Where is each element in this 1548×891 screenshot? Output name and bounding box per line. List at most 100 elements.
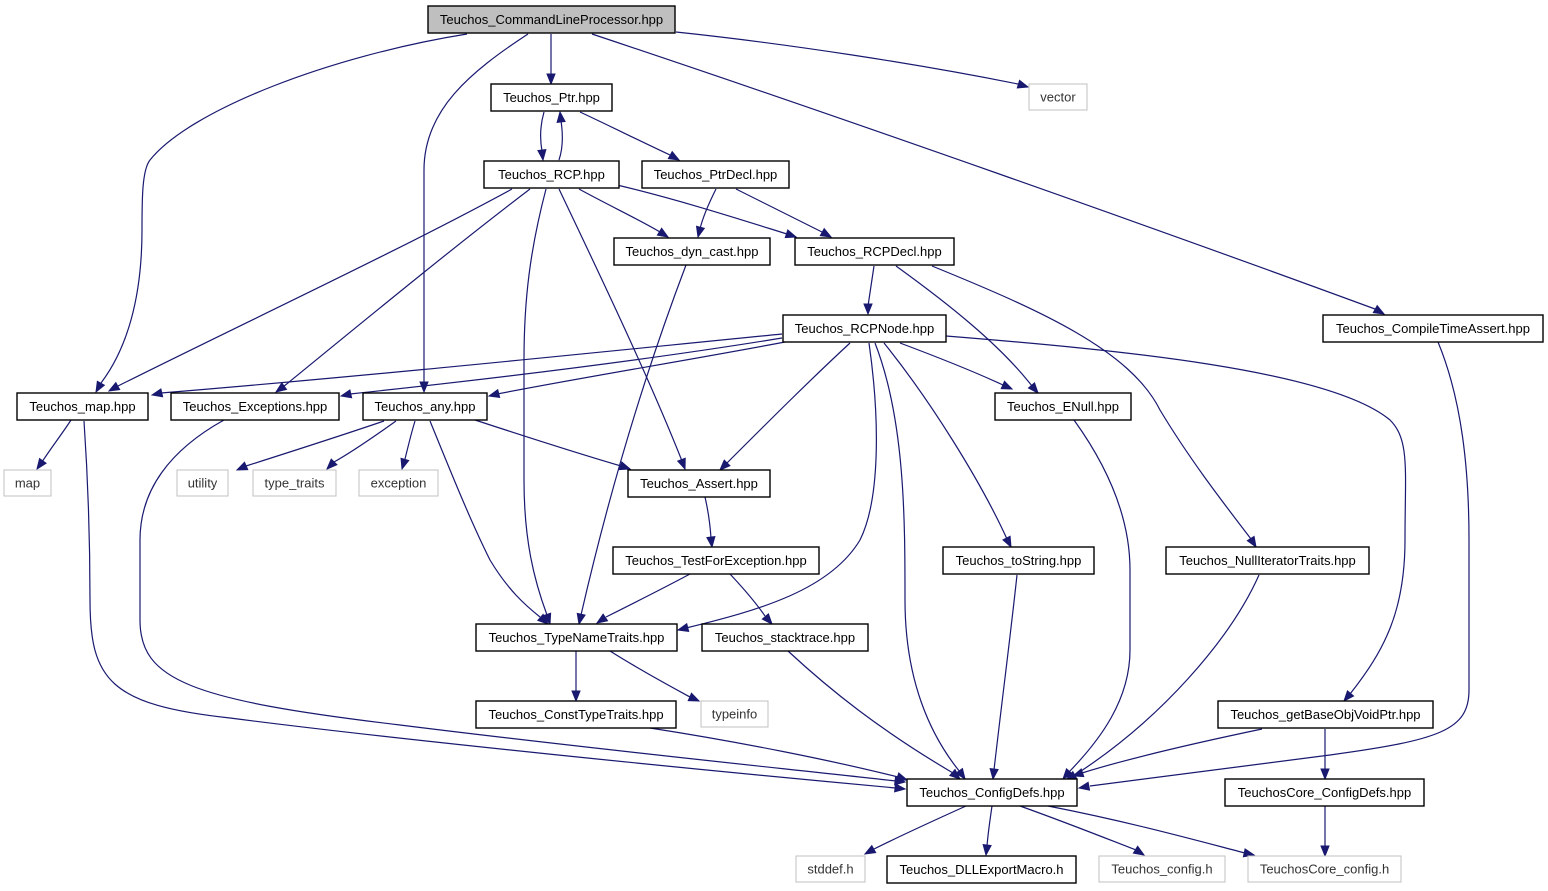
arrowhead bbox=[1372, 304, 1386, 315]
edge-line bbox=[282, 188, 531, 388]
edge-rcpnode-to-tostring bbox=[883, 342, 1012, 549]
edge-line bbox=[496, 341, 786, 395]
arrowhead bbox=[706, 536, 716, 549]
arrowhead bbox=[36, 457, 47, 471]
node-stddef: stddef.h bbox=[795, 855, 866, 883]
edge-tnt-to-ctt bbox=[571, 651, 581, 703]
edge-line bbox=[649, 727, 899, 778]
arrowhead bbox=[618, 461, 632, 471]
node-rcp[interactable]: Teuchos_RCP.hpp bbox=[483, 160, 620, 189]
arrowhead bbox=[819, 227, 833, 238]
node-dllexport[interactable]: Teuchos_DLLExportMacro.h bbox=[886, 855, 1077, 884]
node-tnt[interactable]: Teuchos_TypeNameTraits.hpp bbox=[475, 623, 678, 652]
node-box bbox=[700, 700, 769, 728]
arrowhead bbox=[863, 844, 877, 855]
edge-any-to-assert bbox=[474, 419, 632, 471]
edge-line bbox=[1089, 341, 1470, 787]
edge-line bbox=[699, 188, 717, 230]
node-nullit[interactable]: Teuchos_NullIteratorTraits.hpp bbox=[1165, 546, 1370, 575]
edge-root-to-cta bbox=[591, 33, 1386, 315]
arrowhead bbox=[274, 382, 288, 393]
edge-line bbox=[117, 188, 513, 387]
arrowhead bbox=[1027, 381, 1039, 395]
edge-line bbox=[605, 573, 691, 618]
edge-line bbox=[100, 33, 468, 384]
node-dyncast[interactable]: Teuchos_dyn_cast.hpp bbox=[613, 237, 771, 266]
node-label: TeuchosCore_config.h bbox=[1260, 862, 1389, 877]
node-rcpdecl[interactable]: Teuchos_RCPDecl.hpp bbox=[794, 237, 955, 266]
edge-root-to-any bbox=[419, 33, 529, 394]
node-box bbox=[358, 469, 439, 497]
arrowhead bbox=[1016, 79, 1030, 89]
edge-line bbox=[945, 335, 1407, 695]
node-stacktrace[interactable]: Teuchos_stacktrace.hpp bbox=[701, 623, 869, 652]
node-exception: exception bbox=[358, 469, 439, 497]
edge-line bbox=[580, 264, 687, 616]
node-label: Teuchos_TestForException.hpp bbox=[625, 553, 806, 568]
arrowhead bbox=[955, 767, 966, 781]
node-typeinfo: typeinfo bbox=[700, 700, 769, 728]
edge-ptrdecl-to-dyncast bbox=[695, 188, 717, 239]
node-tostring[interactable]: Teuchos_toString.hpp bbox=[942, 546, 1095, 575]
node-root[interactable]: Teuchos_CommandLineProcessor.hpp bbox=[427, 5, 676, 34]
edge-line bbox=[578, 188, 661, 233]
arrowhead bbox=[656, 227, 670, 238]
edge-rcp-to-assert bbox=[558, 188, 686, 471]
node-exceptions[interactable]: Teuchos_Exceptions.hpp bbox=[170, 392, 340, 421]
node-label: TeuchosCore_ConfigDefs.hpp bbox=[1238, 785, 1411, 800]
edge-line bbox=[874, 342, 961, 773]
node-gbovp[interactable]: Teuchos_getBaseObjVoidPtr.hpp bbox=[1217, 700, 1434, 729]
node-label: Teuchos_dyn_cast.hpp bbox=[626, 244, 759, 259]
arrowhead bbox=[235, 461, 249, 471]
node-label: utility bbox=[188, 476, 218, 491]
node-tfe[interactable]: Teuchos_TestForException.hpp bbox=[612, 546, 820, 575]
node-ptrdecl[interactable]: Teuchos_PtrDecl.hpp bbox=[641, 160, 790, 189]
edge-line bbox=[867, 265, 875, 307]
node-assert[interactable]: Teuchos_Assert.hpp bbox=[627, 469, 771, 498]
node-label: Teuchos_TypeNameTraits.hpp bbox=[489, 630, 665, 645]
node-box bbox=[475, 700, 677, 729]
arrowhead bbox=[676, 457, 686, 471]
node-ptr[interactable]: Teuchos_Ptr.hpp bbox=[490, 83, 613, 112]
node-label: Teuchos_Exceptions.hpp bbox=[183, 399, 328, 414]
arrowhead bbox=[989, 768, 999, 781]
node-coreconfigdefs[interactable]: TeuchosCore_ConfigDefs.hpp bbox=[1224, 778, 1425, 807]
edge-line bbox=[474, 419, 622, 467]
node-box bbox=[170, 392, 340, 421]
node-label: Teuchos_Assert.hpp bbox=[640, 476, 758, 491]
edge-any-to-exception bbox=[400, 420, 416, 471]
node-label: Teuchos_Ptr.hpp bbox=[503, 90, 600, 105]
edge-rcp-to-rcpdecl bbox=[616, 184, 798, 239]
node-box bbox=[490, 83, 613, 112]
node-enull[interactable]: Teuchos_ENull.hpp bbox=[994, 392, 1132, 421]
edge-ptr-to-ptrdecl bbox=[579, 111, 681, 161]
edge-rcpnode-to-gbovp bbox=[945, 335, 1407, 703]
node-any[interactable]: Teuchos_any.hpp bbox=[362, 392, 488, 421]
node-rcpnode[interactable]: Teuchos_RCPNode.hpp bbox=[782, 314, 947, 343]
node-configdefs[interactable]: Teuchos_ConfigDefs.hpp bbox=[906, 778, 1078, 807]
node-box bbox=[427, 5, 676, 34]
edges-layer bbox=[36, 31, 1470, 858]
node-box bbox=[701, 623, 869, 652]
arrowhead bbox=[1320, 845, 1330, 858]
arrowhead bbox=[1000, 380, 1014, 390]
node-ctt[interactable]: Teuchos_ConstTypeTraits.hpp bbox=[475, 700, 677, 729]
node-box bbox=[942, 546, 1095, 575]
node-label: Teuchos_ConstTypeTraits.hpp bbox=[488, 707, 663, 722]
arrowhead bbox=[1246, 535, 1257, 549]
arrowhead bbox=[982, 844, 992, 857]
edge-tfe-to-tnt bbox=[595, 573, 691, 624]
edge-line bbox=[616, 184, 788, 235]
edge-rcpdecl-to-enull bbox=[895, 265, 1039, 395]
arrowhead bbox=[487, 388, 501, 399]
arrowhead bbox=[1077, 781, 1091, 791]
node-cta[interactable]: Teuchos_CompileTimeAssert.hpp bbox=[1322, 314, 1544, 343]
edge-root-to-map_hpp bbox=[95, 33, 468, 394]
node-box bbox=[612, 546, 820, 575]
node-box bbox=[795, 855, 866, 883]
edge-line bbox=[685, 342, 877, 629]
node-map_hpp[interactable]: Teuchos_map.hpp bbox=[16, 392, 149, 421]
node-box bbox=[362, 392, 488, 421]
node-box bbox=[1322, 314, 1544, 343]
edge-line bbox=[1047, 805, 1246, 854]
